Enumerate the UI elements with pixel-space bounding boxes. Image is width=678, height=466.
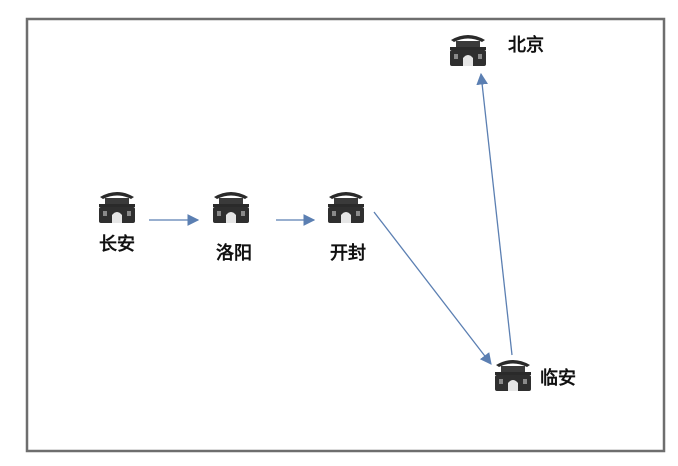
- arrow-linan-to-beijing: [476, 72, 513, 356]
- diagram-frame: [25, 17, 666, 453]
- city-gate-icon: [328, 192, 364, 223]
- city-label-linan: 临安: [540, 367, 576, 389]
- city-gate-icon: [450, 35, 486, 66]
- city-gate-icon: [495, 360, 531, 391]
- city-label-kaifeng: 开封: [330, 242, 366, 264]
- city-gate-icon: [99, 192, 135, 223]
- city-gate-icon: [213, 192, 249, 223]
- city-node-luoyang: 洛阳: [213, 192, 252, 264]
- city-node-changan: 长安: [99, 192, 135, 255]
- city-label-beijing: 北京: [508, 34, 544, 56]
- city-node-beijing: 北京: [450, 34, 544, 66]
- city-label-changan: 长安: [99, 233, 135, 255]
- city-node-linan: 临安: [495, 360, 576, 391]
- edges-layer: [149, 72, 513, 365]
- city-node-kaifeng: 开封: [328, 192, 366, 264]
- arrow-kaifeng-to-linan: [373, 211, 492, 365]
- city-label-luoyang: 洛阳: [216, 242, 252, 264]
